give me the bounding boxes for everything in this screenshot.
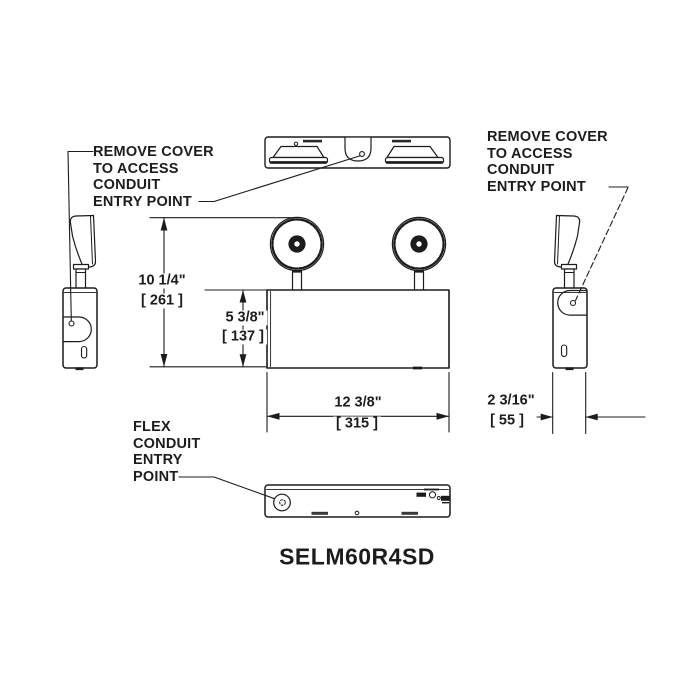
- left-lamp-head: [270, 217, 323, 270]
- bottom-view: [265, 485, 450, 517]
- front-view: [267, 217, 449, 370]
- conduit-recess: [345, 138, 371, 161]
- right-side-view: [553, 216, 587, 371]
- dim-overall-height-mm: [ 261 ]: [138, 293, 186, 309]
- top-screw: [294, 142, 297, 145]
- front-body: [267, 290, 449, 368]
- top-conduit-entry-point: [360, 152, 365, 157]
- left-side-view: [63, 216, 97, 371]
- flex-conduit-entry-point: [274, 494, 291, 511]
- note-remove-cover-right: REMOVE COVER TO ACCESS CONDUIT ENTRY POI…: [487, 129, 608, 195]
- leader-left-note-to-top-view: [199, 156, 360, 202]
- dim-body-height: [205, 290, 267, 367]
- top-view: [265, 137, 450, 168]
- leader-lines: [68, 152, 628, 499]
- leader-left-note-to-side-view: [68, 152, 93, 321]
- dim-overall-height-inches: 10 1/4": [135, 273, 189, 289]
- note-remove-cover-left: REMOVE COVER TO ACCESS CONDUIT ENTRY POI…: [93, 144, 214, 210]
- right-lamp-head: [392, 217, 445, 270]
- note-flex-conduit: FLEX CONDUIT ENTRY POINT: [133, 419, 201, 485]
- right-conduit-cover: [558, 291, 587, 316]
- dim-body-width: [267, 373, 449, 433]
- model-number: SELM60R4SD: [279, 543, 435, 570]
- left-conduit-cover: [64, 317, 92, 342]
- dim-overall-height: [150, 218, 292, 367]
- dim-body-width-inches: 12 3/8": [331, 395, 385, 411]
- dim-body-width-mm: [ 315 ]: [333, 416, 381, 432]
- right-conduit-entry-point: [571, 301, 576, 306]
- dim-body-depth-mm: [ 55 ]: [487, 413, 527, 429]
- left-conduit-entry-point: [69, 321, 74, 326]
- dim-body-depth-inches: 2 3/16": [484, 393, 538, 409]
- certification-marks: [416, 488, 450, 504]
- dim-body-depth: [537, 373, 645, 434]
- leader-flex-note-to-bottom-view: [179, 477, 275, 499]
- left-side-body: [63, 288, 97, 368]
- dim-body-height-inches: 5 3/8": [222, 310, 268, 326]
- dim-body-height-mm: [ 137 ]: [219, 329, 267, 345]
- leader-right-note-to-side-view: [576, 188, 629, 301]
- bottom-body: [265, 485, 450, 517]
